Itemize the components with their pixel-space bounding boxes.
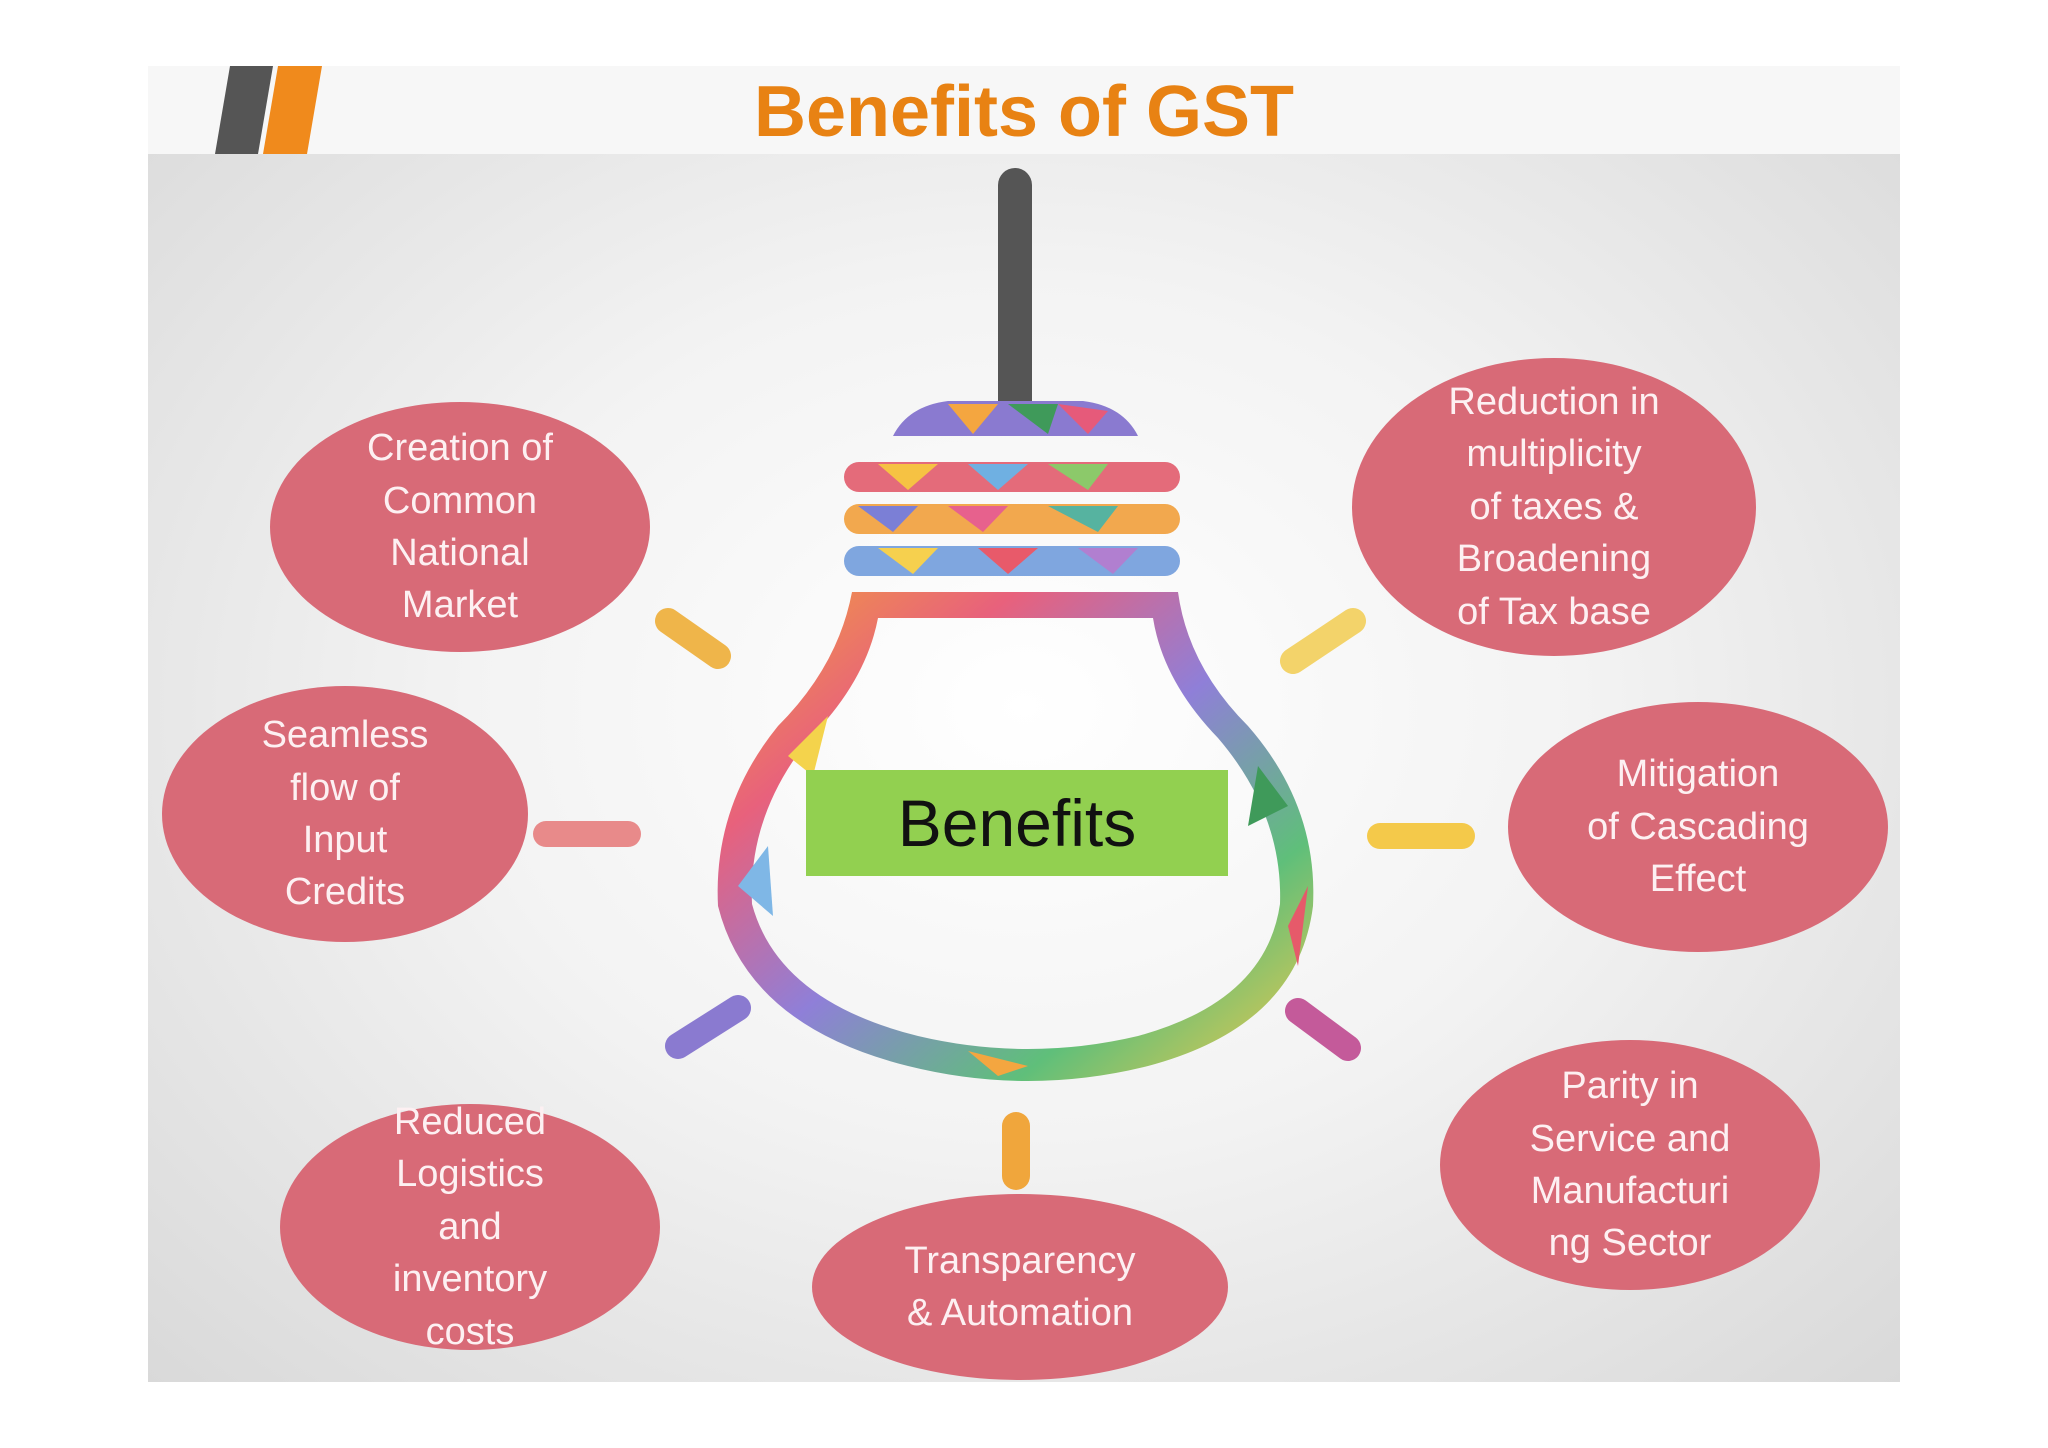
header-stripe-orange [263, 66, 322, 154]
bulb-cord [998, 168, 1032, 418]
ray-upper-left [655, 608, 731, 669]
benefit-text: Transparency & Automation [904, 1239, 1136, 1334]
benefit-text: Mitigation of Cascading Effect [1587, 753, 1809, 901]
slide-title: Benefits of GST [753, 72, 1295, 152]
ray-lower-right [1285, 998, 1361, 1061]
benefit-bubble-parity: Parity in Service and Manufacturi ng Sec… [1440, 1040, 1820, 1290]
benefit-bubble-logistics: Reduced Logistics and inventory costs [280, 1101, 660, 1353]
lightbulb-graphic [215, 66, 1475, 1190]
benefit-text: Reduced Logistics and inventory costs [392, 1100, 548, 1353]
benefit-text: Seamless flow of Input Credits [261, 714, 429, 914]
ray-upper-right [1280, 608, 1366, 674]
header-stripe-gray [215, 66, 273, 154]
center-label: Benefits [897, 786, 1137, 860]
benefit-bubble-common-market: Creation of Common National Market [270, 402, 650, 652]
benefit-bubble-transparency: Transparency & Automation [812, 1194, 1228, 1380]
benefit-text: Parity in Service and Manufacturi ng Sec… [1529, 1065, 1731, 1265]
center-label-box: Benefits [806, 770, 1228, 876]
ray-lower-left [665, 995, 751, 1059]
benefit-bubble-cascading: Mitigation of Cascading Effect [1508, 702, 1888, 952]
benefit-text: Reduction in multiplicity of taxes & Bro… [1448, 380, 1660, 633]
benefit-bubble-input-credits: Seamless flow of Input Credits [162, 686, 528, 942]
benefit-text: Creation of Common National Market [367, 427, 553, 627]
slide: Benefits of GST Benefits Creation of Com… [148, 66, 1900, 1382]
benefit-bubble-tax-reduction: Reduction in multiplicity of taxes & Bro… [1352, 358, 1756, 656]
header-band [148, 66, 1900, 154]
